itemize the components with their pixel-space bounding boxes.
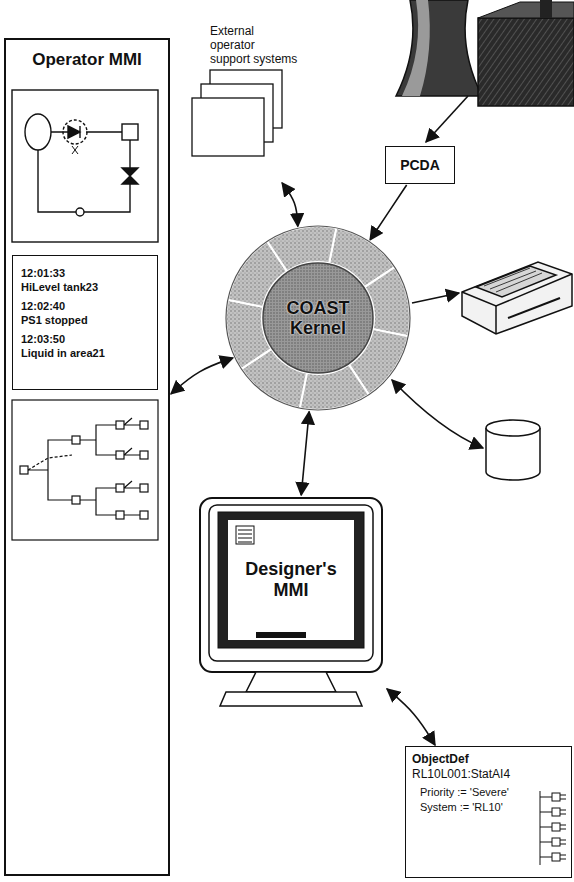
text-group: PCDA xyxy=(400,157,440,173)
text-group: Operator MMI xyxy=(6,40,168,70)
text-group: 12:01:33HiLevel tank23 12:02:40PS1 stoppe… xyxy=(21,266,149,360)
alarm-line: HiLevel tank23 xyxy=(21,280,149,294)
node-label: RL10L001:StatAI4 xyxy=(412,767,535,782)
external-systems: External operator support systems xyxy=(186,22,298,182)
alarm-list: 12:01:33HiLevel tank23 12:02:40PS1 stoppe… xyxy=(12,255,158,390)
node-label: System := 'RL10' xyxy=(420,800,535,815)
database-cylinder xyxy=(486,420,540,480)
kernel-circle: COAST Kernel xyxy=(225,225,411,411)
printer-icon xyxy=(462,262,572,334)
connector-arrow xyxy=(282,183,298,226)
monitor-node: Designer's MMI xyxy=(196,496,386,710)
panel-frame: 12:01:33HiLevel tank23 12:02:40PS1 stoppe… xyxy=(4,38,170,876)
node-label: ObjectDef xyxy=(412,752,535,767)
text-group: ObjectDefRL10L001:StatAI4Priority := 'Se… xyxy=(412,752,535,815)
node-label: COAST Kernel xyxy=(269,298,367,338)
alarm-line: 12:01:33 xyxy=(21,266,149,280)
alarm-line: Liquid in area21 xyxy=(21,346,149,360)
alarm-line: 12:02:40 xyxy=(21,299,149,313)
object-definition: ObjectDefRL10L001:StatAI4Priority := 'Se… xyxy=(405,746,572,878)
tree-view xyxy=(12,400,158,540)
power-plant xyxy=(396,0,574,106)
process-box: PCDA xyxy=(385,146,455,184)
alarm-line: 12:03:50 xyxy=(21,332,149,346)
connector-arrow xyxy=(370,185,407,240)
process-view xyxy=(12,90,158,242)
signal-arrow xyxy=(426,96,468,142)
storage-arrow xyxy=(392,380,483,448)
node-label: External operator support systems xyxy=(210,24,298,66)
node-label: Priority := 'Severe' xyxy=(420,785,535,800)
connector-arrow xyxy=(387,689,435,745)
alarm-line: PS1 stopped xyxy=(21,313,149,327)
text-group: External operator support systems xyxy=(186,22,298,66)
connector-arrow xyxy=(171,358,233,394)
monitor-icon xyxy=(196,496,386,710)
text-group: Designer's MMI xyxy=(230,522,352,638)
node-label: Operator MMI xyxy=(6,50,168,70)
node-label: PCDA xyxy=(400,157,440,173)
node-label: Designer's MMI xyxy=(241,559,341,601)
connector-arrow xyxy=(301,412,309,495)
output-arrow xyxy=(412,293,459,303)
text-group: COAST Kernel xyxy=(269,269,367,367)
